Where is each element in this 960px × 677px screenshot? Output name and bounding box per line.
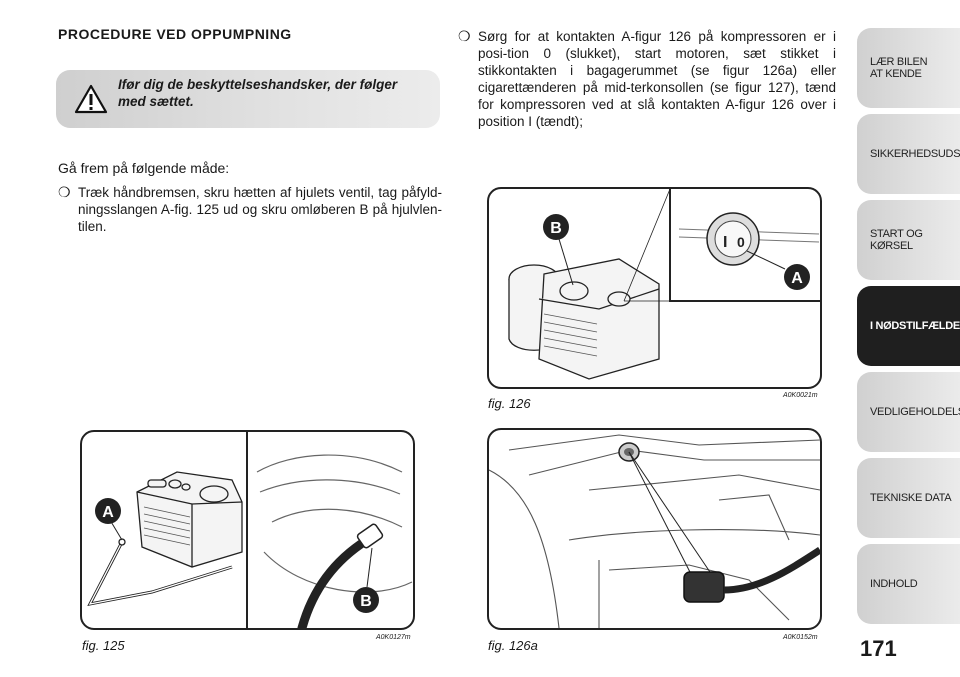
tab-start-og-korsel[interactable]: START OG KØRSEL [857,200,960,280]
tab-label: VEDLIGEHOLDELSE [870,406,960,418]
tab-label: LÆR BILEN AT KENDE [870,56,928,80]
intro-text: Gå frem på følgende måde: [58,160,230,176]
figure-label-b: B [550,220,562,237]
switch-mark-off: 0 [737,234,745,250]
figure-label-b: B [360,593,372,610]
instruction-step-2: ❍ Sørg for at kontakten A-figur 126 på k… [458,28,836,130]
figure-label-a: A [791,270,803,287]
instruction-step-1: ❍ Træk håndbremsen, skru hætten af hjule… [58,184,442,235]
switch-mark-on: I [723,234,727,251]
section-heading: PROCEDURE VED OPPUMPNING [58,26,292,42]
figure-125: A B [80,430,415,630]
figure-caption: fig. 126 [488,396,531,411]
figure-126a [487,428,822,630]
warning-box [56,70,440,128]
figure-code: A0K0021m [783,392,818,399]
tab-label: START OG KØRSEL [870,228,923,252]
figure-126: B I 0 A [487,187,822,389]
tab-label: TEKNISKE DATA [870,492,952,504]
figure-126-illustration: B I 0 A [508,189,820,380]
warning-text: Ifør dig de beskyttelseshandsker, der fø… [118,77,398,109]
figure-125-illustration: A B [87,432,413,628]
tab-vedligeholdelse[interactable]: VEDLIGEHOLDELSE [857,372,960,452]
tab-label: I NØDSTILFÆLDE [870,320,960,332]
tab-laer-bilen-at-kende[interactable]: LÆR BILEN AT KENDE [857,28,960,108]
figure-code: A0K0127m [376,634,411,641]
tab-i-nodstilfaelde[interactable]: I NØDSTILFÆLDE [857,286,960,366]
figure-caption: fig. 125 [82,638,125,653]
tab-tekniske-data[interactable]: TEKNISKE DATA [857,458,960,538]
figure-caption: fig. 126a [488,638,538,653]
figure-label-a: A [102,504,114,521]
tab-label: SIKKERHEDSUDSTYR [870,148,960,160]
figure-126a-illustration [489,434,820,628]
instruction-text: Sørg for at kontakten A-figur 126 på kom… [478,29,836,129]
bullet-mark: ❍ [58,184,71,200]
page-number: 171 [860,636,897,661]
tab-indhold[interactable]: INDHOLD [857,544,960,624]
figure-code: A0K0152m [783,634,818,641]
tab-label: INDHOLD [870,578,918,590]
instruction-text: Træk håndbremsen, skru hætten af hjulets… [78,185,442,234]
warning-triangle-icon [74,84,108,114]
bullet-mark: ❍ [458,28,471,44]
tab-sikkerhedsudstyr[interactable]: SIKKERHEDSUDSTYR [857,114,960,194]
